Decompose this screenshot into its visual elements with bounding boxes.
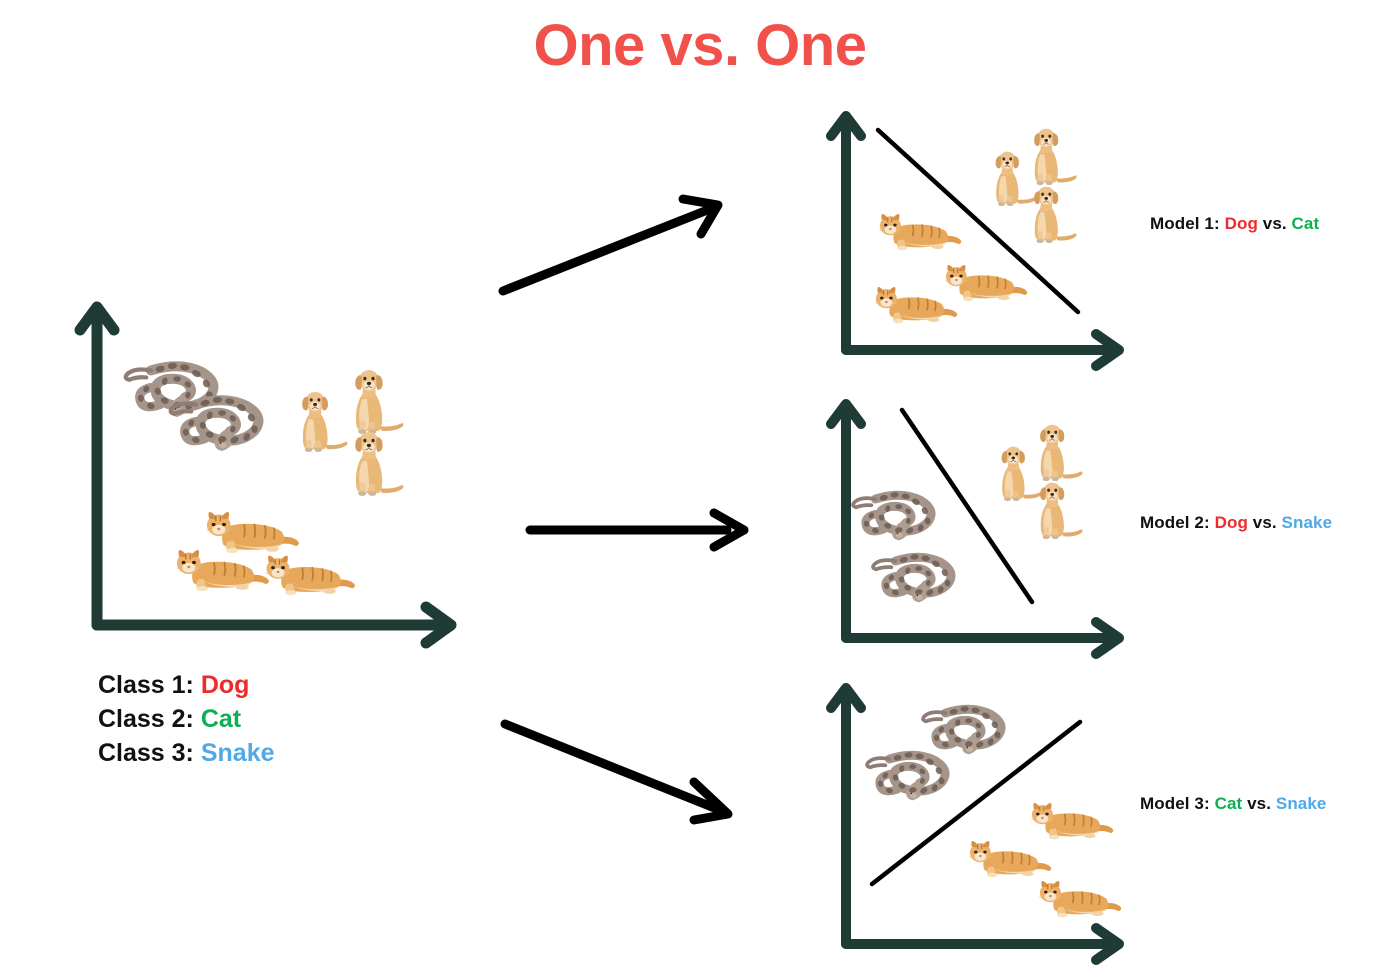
model-3-right-class: Snake: [1275, 794, 1327, 813]
model-1-left-class: Dog: [1224, 214, 1258, 233]
dog-sprite: [1033, 186, 1077, 244]
legend-value-dog: Dog: [200, 671, 250, 699]
model-1-plot-axes: [826, 111, 1124, 371]
model-3-left-class: Cat: [1214, 794, 1243, 813]
model-3-prefix: Model 3:: [1140, 794, 1210, 813]
model-2-prefix: Model 2:: [1140, 513, 1210, 532]
legend-row-class-1: Class 1: Dog: [98, 668, 275, 702]
model-2-left-class: Dog: [1214, 513, 1248, 532]
legend-label-class-2: Class 2:: [98, 705, 194, 733]
legend-row-class-2: Class 2: Cat: [98, 702, 275, 736]
dog-sprite: [354, 431, 404, 497]
cat-sprite: [874, 286, 959, 325]
legend-label-class-1: Class 1:: [98, 671, 194, 699]
model-3-label: Model 3: Cat vs. Snake: [1140, 794, 1326, 814]
model-2-plot-axes: [826, 399, 1124, 659]
model-3-decision-boundary: [869, 719, 1083, 887]
cat-sprite: [175, 548, 270, 593]
model-3-vs: vs.: [1247, 794, 1272, 813]
model-1-right-class: Cat: [1291, 214, 1320, 233]
arrow-to-model-3: [500, 719, 733, 825]
source-plot-axes: [74, 301, 457, 649]
class-legend: Class 1: Dog Class 2: Cat Class 3: Snake: [98, 668, 275, 770]
model-2-vs: vs.: [1252, 513, 1277, 532]
arrow-to-model-2: [525, 508, 749, 552]
model-2-decision-boundary: [899, 407, 1035, 605]
snake-sprite: [848, 488, 944, 543]
model-1-prefix: Model 1:: [1150, 214, 1220, 233]
model-1-vs: vs.: [1262, 214, 1287, 233]
model-2-right-class: Snake: [1281, 513, 1333, 532]
snake-sprite: [165, 392, 273, 454]
arrow-to-model-1: [498, 194, 723, 296]
snake-sprite: [862, 748, 958, 803]
model-1-decision-boundary: [875, 127, 1081, 315]
snake-sprite: [868, 550, 964, 605]
legend-label-class-3: Class 3:: [98, 739, 194, 767]
dog-sprite: [1039, 482, 1083, 540]
cat-sprite: [878, 213, 963, 252]
page-title: One vs. One: [533, 13, 867, 78]
model-1-label: Model 1: Dog vs. Cat: [1150, 214, 1319, 234]
model-3-plot-axes: [826, 683, 1124, 965]
legend-value-snake: Snake: [200, 739, 275, 767]
model-2-label: Model 2: Dog vs. Snake: [1140, 513, 1332, 533]
legend-row-class-3: Class 3: Snake: [98, 736, 275, 770]
cat-sprite: [1038, 880, 1123, 919]
cat-sprite: [264, 554, 356, 597]
legend-value-cat: Cat: [200, 705, 242, 733]
